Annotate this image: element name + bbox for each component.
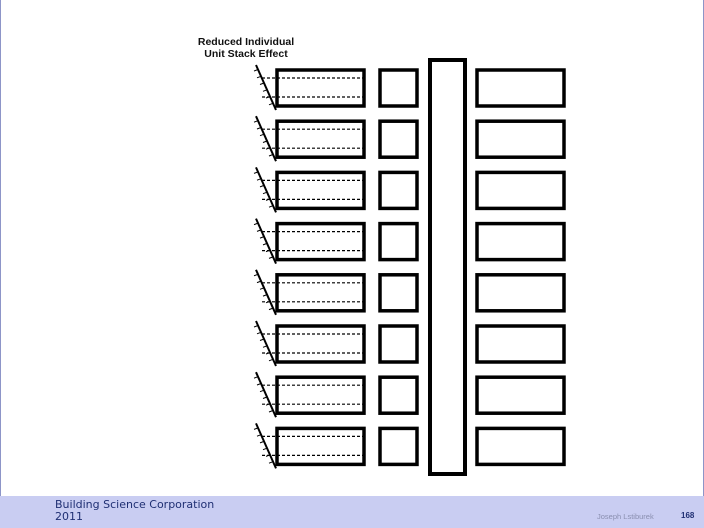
unit-left-box <box>275 170 366 211</box>
window-glazing-line <box>255 218 277 265</box>
unit-right-box <box>475 170 566 211</box>
window-glazing-line <box>255 320 277 367</box>
window-glazing-line <box>255 166 277 213</box>
diagram-title-line-2: Unit Stack Effect <box>204 48 288 60</box>
unit-left-box <box>275 324 366 364</box>
unit-left-box <box>275 221 366 262</box>
unit-right-box <box>475 324 566 364</box>
unit-right-box <box>475 375 566 415</box>
window-hatch-marks <box>253 222 274 259</box>
window-glazing-line <box>255 371 277 418</box>
unit-right-box <box>475 221 566 262</box>
window-glazing-line <box>255 115 277 162</box>
unit-right-box <box>475 273 566 313</box>
footer-author: Joseph Lstiburek <box>597 512 654 521</box>
window-hatch-marks <box>253 376 274 413</box>
unit-right-box <box>475 68 566 108</box>
footer-organization: Building Science Corporation 2011 <box>55 499 214 523</box>
window-glazing-line <box>255 269 277 316</box>
window-hatch-marks <box>253 427 274 464</box>
window-hatch-marks <box>253 273 274 311</box>
unit-middle-box <box>378 68 419 108</box>
window-glazing-line <box>255 64 277 111</box>
unit-left-box <box>275 68 366 108</box>
window-glazing-line <box>255 422 277 469</box>
unit-middle-box <box>378 324 419 364</box>
window-hatch-marks <box>253 120 274 157</box>
unit-right-box <box>475 119 566 159</box>
unit-right-box <box>475 426 566 467</box>
unit-middle-box <box>378 221 419 262</box>
window-hatch-marks <box>253 69 274 106</box>
window-hatch-marks <box>253 325 274 362</box>
unit-middle-box <box>378 119 419 159</box>
unit-middle-box <box>378 375 419 415</box>
unit-middle-box <box>378 170 419 211</box>
diagram-title: Reduced Individual Unit Stack Effect <box>176 36 316 60</box>
stairwell-shaft <box>428 58 467 476</box>
floors-group <box>253 64 566 469</box>
footer-org-name: Building Science Corporation <box>55 498 215 511</box>
unit-middle-box <box>378 273 419 313</box>
unit-left-box <box>275 273 366 313</box>
footer-year: 2011 <box>55 510 83 523</box>
unit-left-box <box>275 426 366 467</box>
unit-left-box <box>275 119 366 159</box>
diagram-title-line-1: Reduced Individual <box>197 36 295 48</box>
unit-middle-box <box>378 426 419 467</box>
unit-left-box <box>275 375 366 415</box>
page-number: 168 <box>681 511 695 520</box>
window-hatch-marks <box>253 171 274 208</box>
footer-bar: Building Science Corporation 2011 Joseph… <box>0 496 704 528</box>
building-section-diagram <box>253 58 566 476</box>
